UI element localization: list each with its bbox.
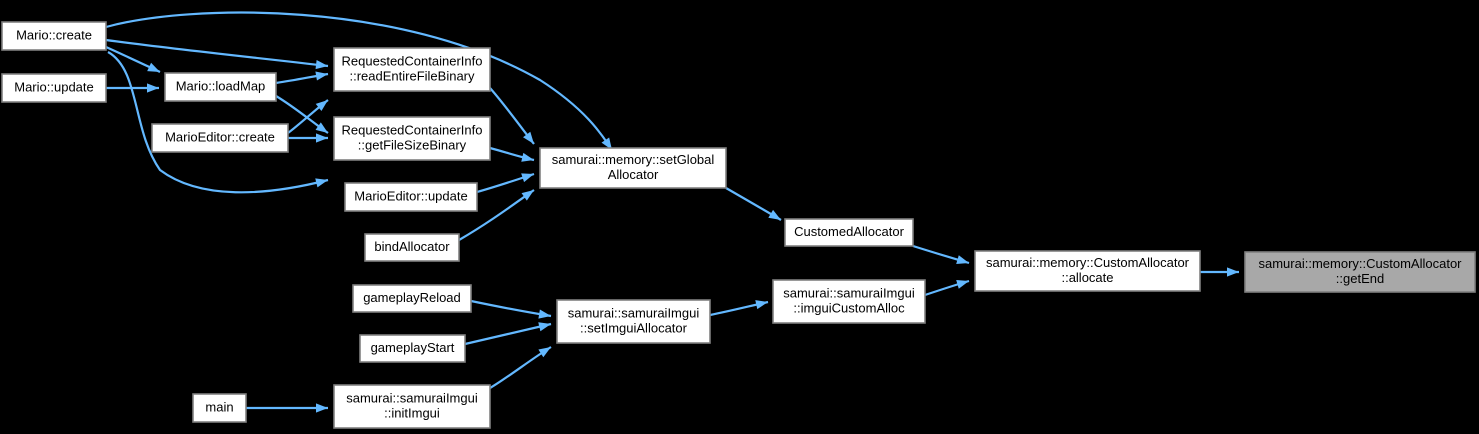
graph-node-mario_loadmap[interactable]: Mario::loadMap [164, 72, 277, 102]
node-rect[interactable] [333, 116, 491, 161]
node-rect[interactable] [344, 182, 478, 212]
call-edge [105, 45, 161, 73]
call-edge [489, 146, 535, 162]
node-rect[interactable] [1, 21, 107, 51]
call-edge [275, 71, 329, 85]
node-rect[interactable] [539, 147, 727, 189]
call-edge [464, 322, 552, 346]
edge-layer [105, 11, 1239, 413]
call-edge [287, 99, 329, 134]
node-rect[interactable] [974, 250, 1201, 292]
node-rect[interactable] [784, 218, 914, 247]
call-edge [246, 403, 328, 413]
graph-node-gameplay_start[interactable]: gameplayStart [359, 334, 466, 363]
call-edge [709, 300, 769, 317]
graph-node-marioeditor_create[interactable]: MarioEditor::create [151, 123, 289, 153]
graph-node-set_imgui_allocator[interactable]: samurai::samuraiImgui::setImguiAllocator [556, 299, 711, 344]
call-edge [105, 11, 613, 151]
call-edge [1200, 267, 1239, 277]
call-edge [106, 83, 159, 93]
node-rect[interactable] [556, 299, 711, 344]
call-edge [725, 187, 782, 221]
call-edge [489, 87, 535, 145]
call-edge [489, 346, 552, 389]
node-rect[interactable] [333, 384, 491, 429]
graph-node-custom_allocate[interactable]: samurai::memory::CustomAllocator::alloca… [974, 250, 1201, 292]
graph-node-main[interactable]: main [192, 393, 247, 423]
graph-node-get_file_size[interactable]: RequestedContainerInfo::getFileSizeBinar… [333, 116, 491, 161]
call-edge [476, 172, 535, 194]
call-edge [912, 244, 970, 265]
call-edge [470, 299, 552, 319]
graph-node-init_imgui[interactable]: samurai::samuraiImgui::initImgui [333, 384, 491, 429]
node-rect[interactable] [164, 72, 277, 102]
graph-node-custom_getend[interactable]: samurai::memory::CustomAllocator::getEnd [1244, 251, 1476, 293]
node-rect[interactable] [333, 47, 491, 92]
node-rect[interactable] [772, 279, 926, 324]
node-rect[interactable] [192, 393, 247, 423]
node-rect[interactable] [359, 334, 466, 363]
node-rect[interactable] [1, 73, 107, 103]
graph-node-gameplay_reload[interactable]: gameplayReload [352, 284, 472, 313]
node-rect[interactable] [352, 284, 472, 313]
call-edge [924, 279, 970, 297]
call-edge [107, 51, 329, 194]
call-edge [275, 95, 329, 134]
graph-node-mario_update[interactable]: Mario::update [1, 73, 107, 103]
graph-node-marioeditor_update[interactable]: MarioEditor::update [344, 182, 478, 212]
graph-node-bind_allocator[interactable]: bindAllocator [364, 233, 460, 262]
graph-node-customed_allocator[interactable]: CustomedAllocator [784, 218, 914, 247]
node-rect[interactable] [151, 123, 289, 153]
graph-node-read_entire_file[interactable]: RequestedContainerInfo::readEntireFileBi… [333, 47, 491, 92]
graph-node-mario_create[interactable]: Mario::create [1, 21, 107, 51]
graph-node-imgui_custom_alloc[interactable]: samurai::samuraiImgui::imguiCustomAlloc [772, 279, 926, 324]
node-rect[interactable] [1244, 251, 1476, 293]
node-rect[interactable] [364, 233, 460, 262]
call-edge [458, 189, 535, 241]
call-edge [288, 133, 328, 143]
call-edge [105, 38, 329, 70]
